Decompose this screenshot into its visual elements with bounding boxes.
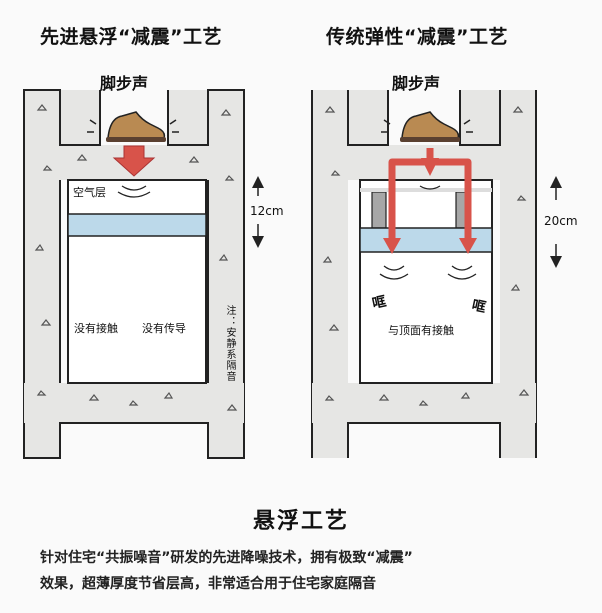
left-air-layer-label: 空气层 xyxy=(73,186,106,199)
left-diagram xyxy=(23,89,264,459)
right-shoe-icon xyxy=(381,111,473,142)
right-diagram xyxy=(311,90,562,458)
left-room xyxy=(67,179,207,384)
footer-line-2: 效果，超薄厚度节省层高，非常适合用于住宅家庭隔音 xyxy=(40,576,376,592)
footer-line-1: 针对住宅“共振噪音”研发的先进降噪技术，拥有极致“减震” xyxy=(40,550,413,566)
left-no-conduct-label: 没有传导 xyxy=(142,322,186,335)
left-blue-layer xyxy=(67,213,207,237)
left-impact-arrow xyxy=(112,145,156,177)
left-measure-label: 12cm xyxy=(250,204,284,218)
left-title: 先进悬浮“减震”工艺 xyxy=(40,26,222,48)
footer-description: 针对住宅“共振噪音”研发的先进降噪技术，拥有极致“减震” 效果，超薄厚度节省层高… xyxy=(40,545,580,597)
left-footstep-label: 脚步声 xyxy=(100,74,149,93)
right-measure-label: 20cm xyxy=(544,214,578,228)
right-contact-label: 与顶面有接触 xyxy=(388,324,454,337)
left-no-contact-label: 没有接触 xyxy=(74,322,118,335)
right-title: 传统弹性“减震”工艺 xyxy=(326,26,508,48)
left-shoe-icon xyxy=(87,111,179,142)
right-impact-arrows xyxy=(388,148,472,240)
diagram-svg xyxy=(23,89,562,459)
left-bottom-slab xyxy=(24,383,244,423)
footer-title: 悬浮工艺 xyxy=(252,509,349,534)
right-footstep-label: 脚步声 xyxy=(392,74,441,93)
left-side-note: 注：安静系隔音 xyxy=(224,305,235,382)
